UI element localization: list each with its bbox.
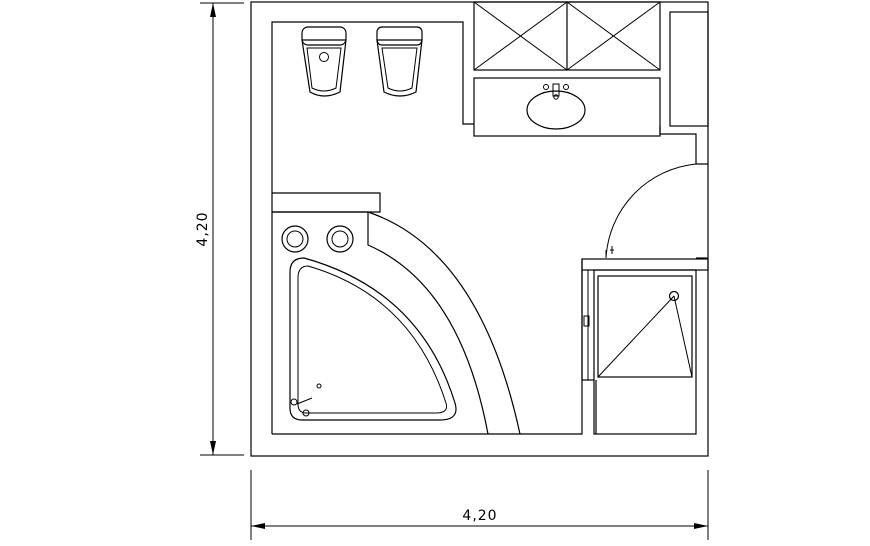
toilet-tank bbox=[301, 26, 347, 46]
sink-basin bbox=[526, 90, 586, 130]
tub-jet-left-icon bbox=[281, 225, 309, 253]
sink-tap-right-icon bbox=[563, 84, 569, 90]
tub-jet-right-inner-icon bbox=[331, 230, 349, 248]
horizontal-dimension: 4,20 bbox=[250, 470, 709, 540]
tub-drain-icon bbox=[302, 409, 310, 417]
tub-deck-outer-arc bbox=[367, 211, 521, 435]
sink-drain-icon bbox=[553, 94, 559, 100]
vanity-counter bbox=[473, 77, 661, 137]
tub-ledge bbox=[272, 192, 381, 213]
shower-enclosure bbox=[593, 269, 697, 435]
toilet-flush-icon bbox=[319, 52, 329, 62]
tub-overflow-icon bbox=[316, 383, 322, 389]
vanity bbox=[473, 77, 661, 137]
toilet bbox=[301, 26, 347, 97]
sink-tap-left-icon bbox=[543, 84, 549, 90]
corner-bathtub bbox=[272, 192, 521, 435]
tub-deck-inner-arc bbox=[367, 212, 489, 435]
tub-faucet-icon bbox=[290, 398, 298, 406]
inner-wall-bottom bbox=[272, 259, 583, 435]
dimension-horizontal-label: 4,20 bbox=[462, 508, 497, 524]
shower-tray-slope bbox=[597, 295, 675, 378]
dim-arrow-top bbox=[210, 3, 216, 17]
tall-cabinet bbox=[669, 11, 709, 127]
door-handle-icon bbox=[610, 246, 614, 254]
tub-spout-icon bbox=[296, 397, 313, 405]
dim-arrow-left bbox=[251, 523, 265, 529]
shower-header bbox=[581, 258, 709, 271]
bidet-bowl-outer bbox=[376, 39, 423, 97]
bidet-back bbox=[376, 26, 423, 46]
bidet-bowl-inner bbox=[381, 47, 418, 92]
bidet bbox=[376, 26, 423, 97]
shower-tray-slope-2 bbox=[673, 295, 693, 378]
dimension-vertical-label: 4,20 bbox=[195, 211, 211, 246]
dim-arrow-right bbox=[694, 523, 708, 529]
cabinet-cross-1b bbox=[473, 1, 568, 71]
sink-faucet-icon bbox=[552, 83, 560, 97]
tub-jet-right-icon bbox=[326, 225, 354, 253]
tub-basin-outer bbox=[289, 257, 457, 421]
dim-arrow-bottom bbox=[210, 441, 216, 455]
door bbox=[605, 163, 697, 259]
shower-tray bbox=[597, 275, 693, 378]
shower-drain-icon bbox=[668, 290, 680, 302]
toilet-bowl-outer bbox=[301, 39, 347, 97]
inner-wall-left-top bbox=[271, 21, 474, 434]
door-swing-arc bbox=[605, 163, 697, 259]
vertical-dimension: 4,20 bbox=[195, 2, 244, 456]
cabinet-cross-2b bbox=[566, 1, 661, 71]
toilet-bowl-inner bbox=[306, 47, 342, 92]
wall-pier-right bbox=[659, 126, 708, 165]
shower-door-handle-icon bbox=[583, 315, 590, 327]
tub-jet-left-inner-icon bbox=[286, 230, 304, 248]
shower bbox=[581, 258, 709, 435]
cabinet-upper bbox=[473, 1, 661, 71]
